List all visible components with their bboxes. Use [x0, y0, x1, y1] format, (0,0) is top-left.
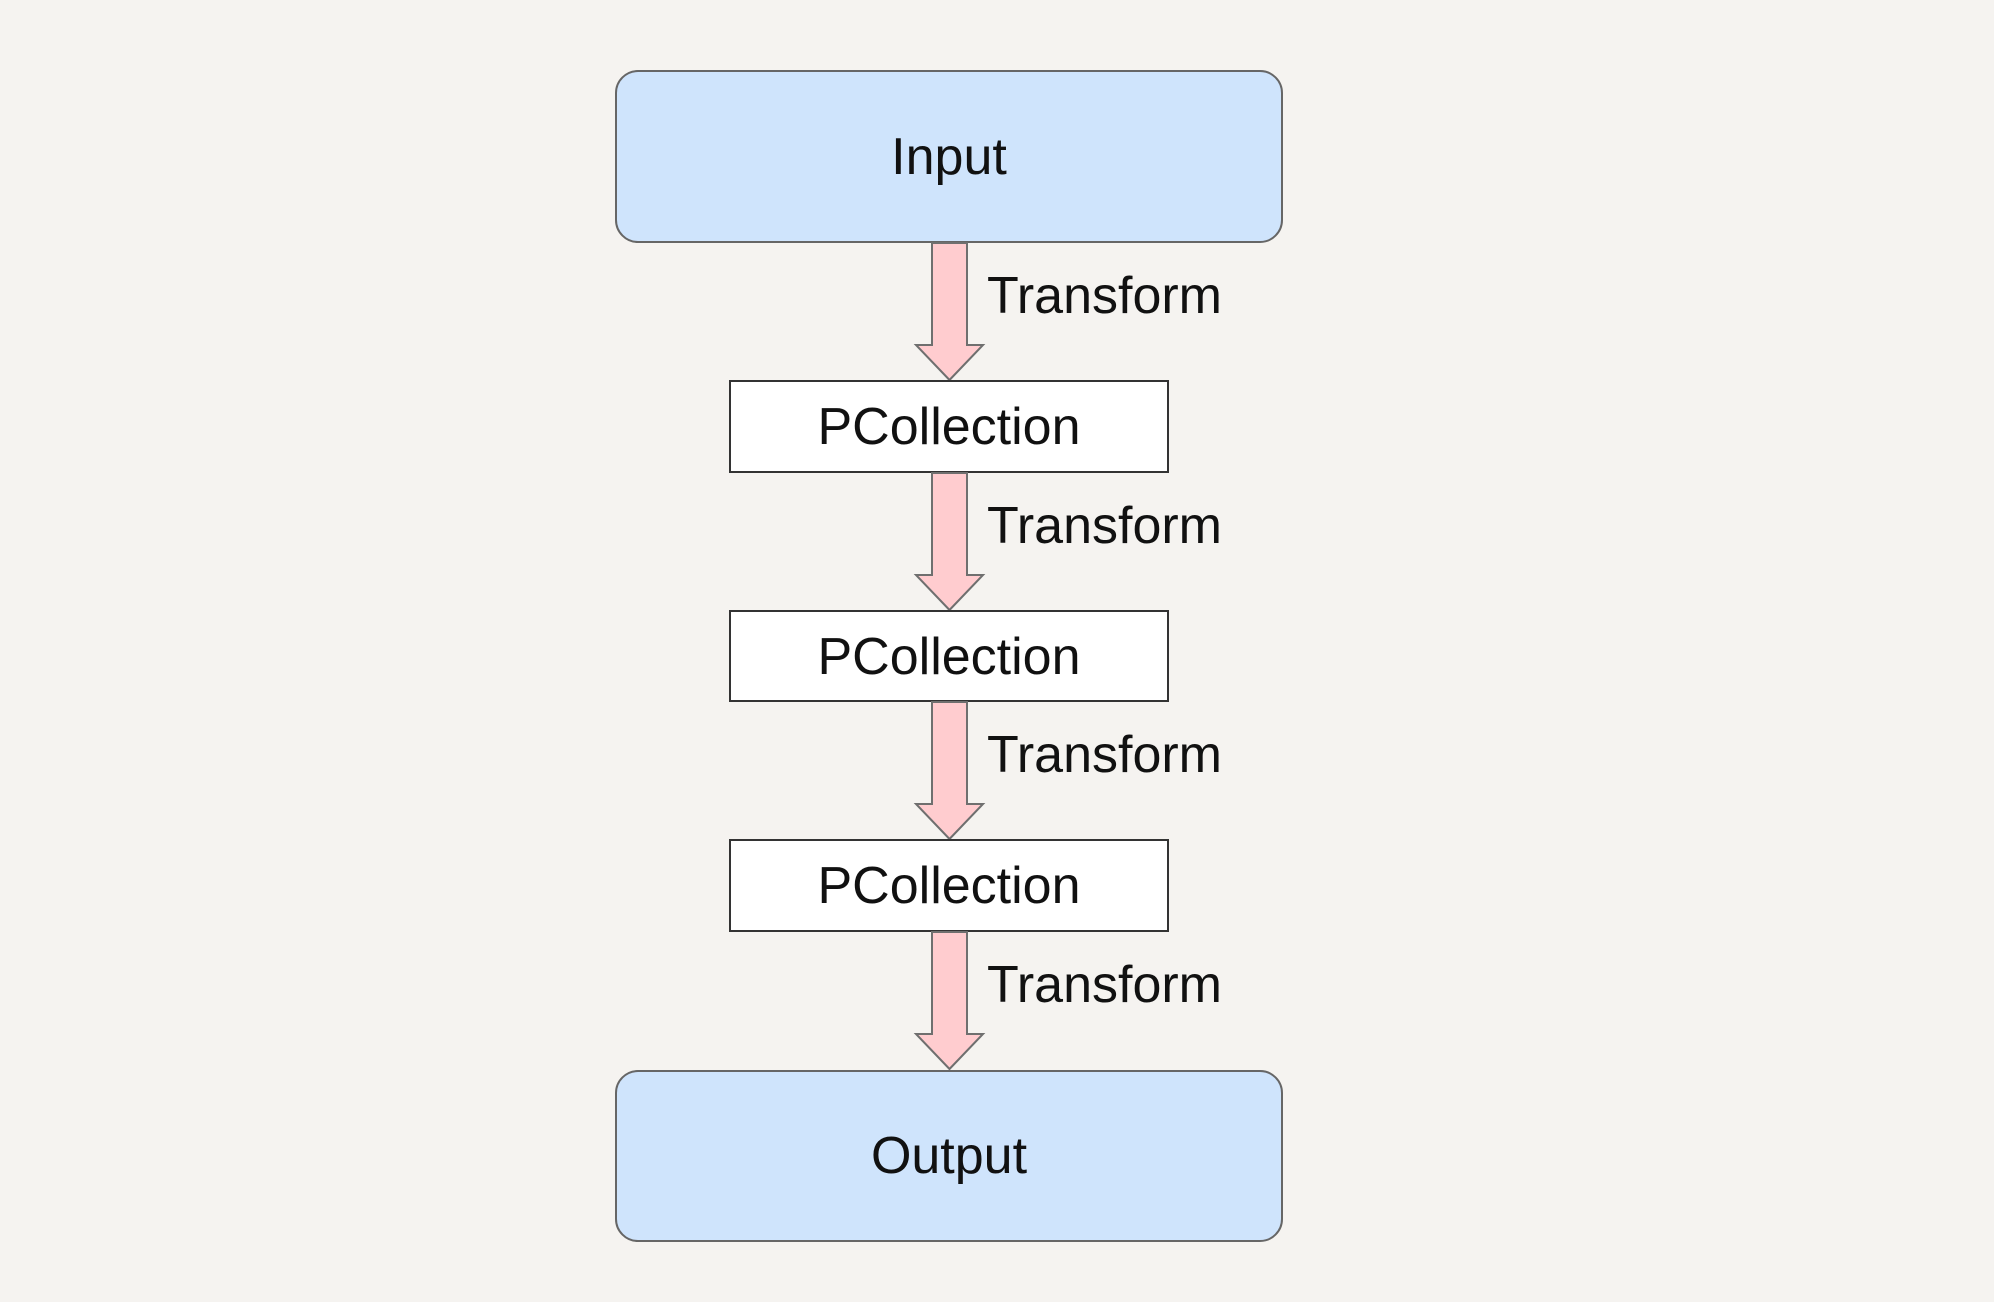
output-node: Output	[615, 1070, 1283, 1242]
transform-label-1: Transform	[987, 267, 1222, 325]
pcollection-label-2: PCollection	[817, 628, 1080, 686]
input-node: Input	[615, 70, 1283, 243]
down-arrow-icon	[913, 472, 986, 612]
input-label: Input	[891, 128, 1007, 186]
down-arrow-icon	[913, 242, 986, 382]
output-box	[615, 1070, 1283, 1242]
transform-label-3: Transform	[987, 726, 1222, 784]
output-label: Output	[871, 1127, 1028, 1185]
pcollection-box-3	[729, 839, 1169, 932]
pcollection-label-3: PCollection	[817, 857, 1080, 915]
pcollection-node-2: PCollection	[729, 610, 1169, 702]
pcollection-label-1: PCollection	[817, 398, 1080, 456]
transform-arrow-1: Transform	[913, 242, 1222, 382]
transform-label-2: Transform	[987, 497, 1222, 555]
down-arrow-icon	[913, 701, 986, 841]
transform-arrow-3: Transform	[913, 701, 1222, 841]
down-arrow-icon	[913, 931, 986, 1071]
transform-arrow-2: Transform	[913, 472, 1222, 612]
pcollection-box-2	[729, 610, 1169, 702]
transform-label-4: Transform	[987, 956, 1222, 1014]
pcollection-node-3: PCollection	[729, 839, 1169, 932]
transform-arrow-4: Transform	[913, 931, 1222, 1071]
pcollection-node-1: PCollection	[729, 380, 1169, 473]
pcollection-box-1	[729, 380, 1169, 473]
